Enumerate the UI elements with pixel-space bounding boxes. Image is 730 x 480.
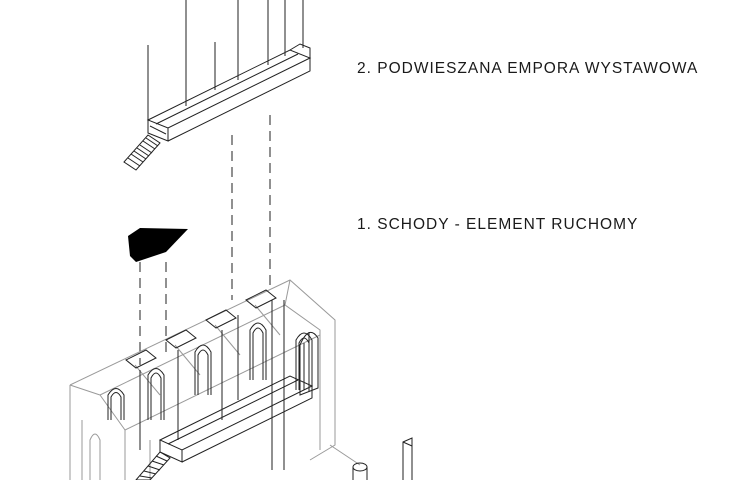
building-base (69, 279, 361, 480)
movable-stairs-block (128, 228, 188, 262)
suspended-gallery (123, 0, 312, 171)
side-window (299, 331, 319, 396)
label-suspended-gallery: 2. PODWIESZANA EMPORA WYSTAWOWA (357, 60, 699, 77)
gallery-in-building (135, 375, 314, 480)
projection-lines (139, 115, 271, 365)
gallery-platform (146, 43, 312, 142)
suspension-rods (147, 0, 304, 120)
label-movable-stairs: 1. SCHODY - ELEMENT RUCHOMY (357, 216, 639, 233)
loose-elements (352, 437, 413, 480)
gallery-stair (123, 134, 161, 171)
arcade-arches (107, 289, 313, 470)
